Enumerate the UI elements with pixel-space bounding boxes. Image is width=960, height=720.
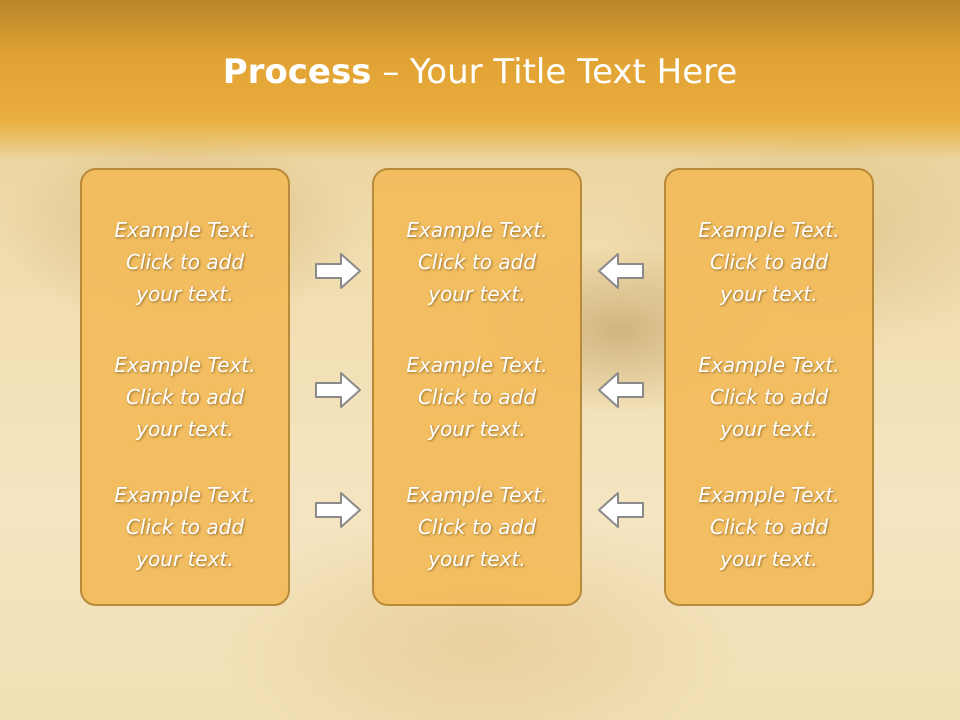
text-line: Click to add [125, 515, 245, 539]
text-line: your text. [136, 417, 234, 441]
left-arrow-icon [598, 372, 644, 408]
text-line: Example Text. [114, 483, 256, 507]
text-line: your text. [428, 417, 526, 441]
text-item[interactable]: Example Text. Click to add your text. [82, 349, 288, 445]
text-line: your text. [428, 282, 526, 306]
text-line: Example Text. [406, 218, 548, 242]
text-line: Example Text. [406, 353, 548, 377]
text-item[interactable]: Example Text. Click to add your text. [666, 214, 872, 310]
text-line: your text. [136, 282, 234, 306]
text-line: Example Text. [698, 353, 840, 377]
text-item[interactable]: Example Text. Click to add your text. [82, 479, 288, 575]
text-line: your text. [720, 282, 818, 306]
text-item[interactable]: Example Text. Click to add your text. [666, 349, 872, 445]
right-arrow-icon [315, 372, 361, 408]
text-line: Click to add [417, 385, 537, 409]
text-line: your text. [720, 547, 818, 571]
right-arrow-icon [315, 253, 361, 289]
text-line: Click to add [417, 250, 537, 274]
text-item[interactable]: Example Text. Click to add your text. [82, 214, 288, 310]
text-line: your text. [428, 547, 526, 571]
title-bold: Process [222, 52, 372, 92]
left-arrow-icon [598, 253, 644, 289]
left-arrow-icon [598, 492, 644, 528]
text-line: Click to add [709, 385, 829, 409]
text-line: your text. [720, 417, 818, 441]
text-line: Example Text. [114, 353, 256, 377]
right-text-box[interactable]: Example Text. Click to add your text. Ex… [664, 168, 874, 606]
left-text-box[interactable]: Example Text. Click to add your text. Ex… [80, 168, 290, 606]
text-line: Click to add [417, 515, 537, 539]
text-line: your text. [136, 547, 234, 571]
right-arrow-icon [315, 492, 361, 528]
text-item[interactable]: Example Text. Click to add your text. [666, 479, 872, 575]
text-line: Example Text. [114, 218, 256, 242]
text-line: Example Text. [698, 218, 840, 242]
title-rest: – Your Title Text Here [371, 52, 738, 92]
text-item[interactable]: Example Text. Click to add your text. [374, 214, 580, 310]
text-line: Click to add [709, 515, 829, 539]
text-line: Example Text. [698, 483, 840, 507]
text-line: Click to add [125, 385, 245, 409]
header-band [0, 0, 960, 160]
text-line: Example Text. [406, 483, 548, 507]
text-line: Click to add [125, 250, 245, 274]
slide-title[interactable]: Process – Your Title Text Here [0, 52, 960, 92]
text-line: Click to add [709, 250, 829, 274]
text-item[interactable]: Example Text. Click to add your text. [374, 349, 580, 445]
center-text-box[interactable]: Example Text. Click to add your text. Ex… [372, 168, 582, 606]
text-item[interactable]: Example Text. Click to add your text. [374, 479, 580, 575]
